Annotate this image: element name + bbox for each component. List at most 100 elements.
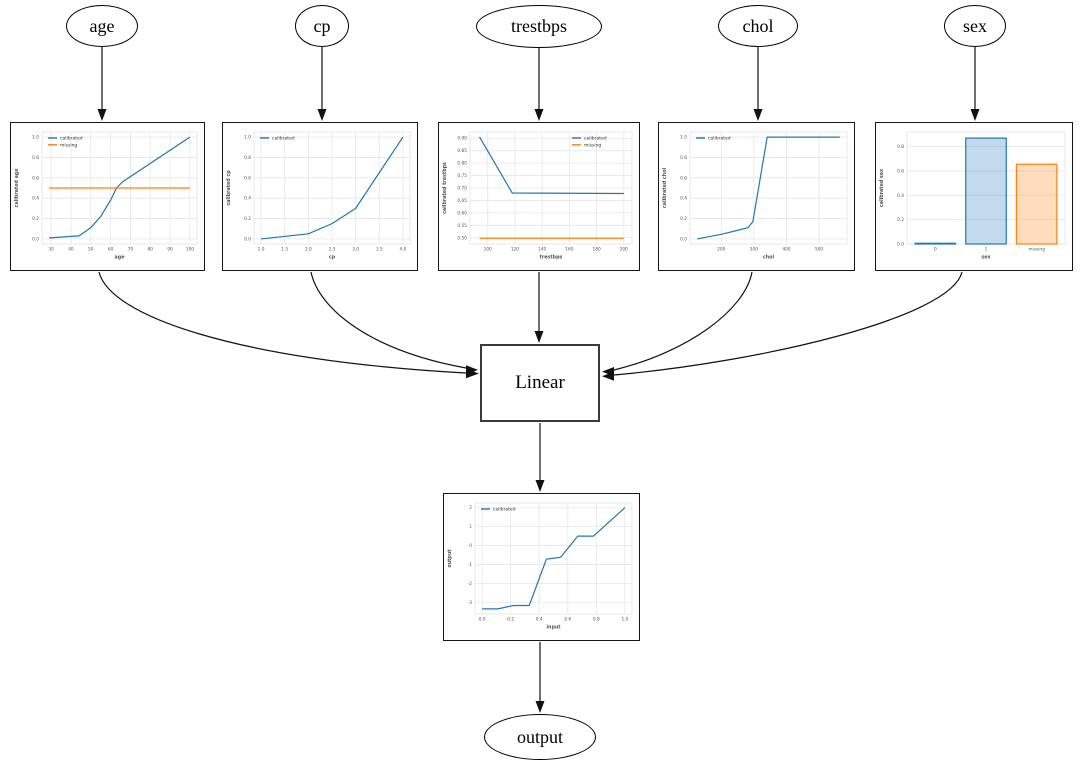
node-chol: chol — [718, 5, 798, 47]
svg-text:0.4: 0.4 — [680, 196, 687, 202]
svg-text:0.4: 0.4 — [32, 196, 39, 202]
svg-text:0.85: 0.85 — [457, 148, 467, 154]
svg-text:1.0: 1.0 — [258, 247, 265, 253]
svg-text:3.5: 3.5 — [376, 247, 383, 253]
svg-text:0.0: 0.0 — [32, 236, 39, 242]
edge-chol-to-linear — [613, 271, 753, 371]
node-output-label: output — [516, 726, 563, 747]
arrowhead — [97, 109, 107, 121]
svg-text:age: age — [115, 256, 126, 261]
svg-text:0.4: 0.4 — [897, 193, 904, 199]
svg-text:0.8: 0.8 — [32, 155, 39, 161]
node-age-label: age — [89, 15, 115, 36]
svg-text:0.2: 0.2 — [680, 216, 687, 222]
svg-text:-2: -2 — [468, 581, 473, 587]
svg-text:0.0: 0.0 — [479, 617, 486, 623]
edge-sex-to-linear — [613, 271, 963, 376]
svg-text:calibrated trestbps: calibrated trestbps — [442, 162, 448, 214]
svg-text:calibrated: calibrated — [708, 136, 731, 142]
svg-text:0.75: 0.75 — [457, 173, 467, 179]
svg-text:chol: chol — [763, 255, 775, 261]
svg-text:calibrated: calibrated — [272, 136, 295, 142]
svg-text:missing: missing — [60, 142, 77, 148]
svg-text:sex: sex — [981, 256, 991, 261]
svg-text:0.6: 0.6 — [680, 175, 687, 181]
svg-text:missing: missing — [1028, 247, 1045, 253]
edge-cp-to-linear — [310, 271, 467, 369]
svg-text:missing: missing — [584, 142, 601, 148]
svg-text:0.4: 0.4 — [536, 617, 543, 623]
arrowhead — [534, 109, 544, 121]
svg-text:4.0: 4.0 — [399, 247, 406, 253]
arrowhead — [535, 480, 545, 492]
svg-text:calibrated sex: calibrated sex — [879, 168, 885, 207]
arrowhead — [535, 701, 545, 713]
svg-text:1.0: 1.0 — [680, 135, 687, 141]
arrowhead — [466, 365, 478, 375]
svg-text:0.0: 0.0 — [897, 242, 904, 248]
svg-text:200: 200 — [717, 247, 725, 253]
svg-text:160: 160 — [565, 247, 573, 253]
svg-text:1: 1 — [469, 524, 472, 530]
svg-text:calibrated chol: calibrated chol — [662, 168, 668, 209]
arrowhead — [753, 109, 763, 121]
svg-text:200: 200 — [620, 247, 628, 253]
svg-text:180: 180 — [593, 247, 601, 253]
svg-text:0: 0 — [934, 247, 937, 253]
svg-text:3.0: 3.0 — [352, 247, 359, 253]
svg-text:1: 1 — [985, 247, 988, 253]
svg-text:0.80: 0.80 — [457, 161, 467, 167]
svg-text:0.8: 0.8 — [680, 155, 687, 161]
node-cp-label: cp — [313, 15, 331, 36]
svg-text:0: 0 — [469, 543, 472, 549]
svg-text:calibrated cp: calibrated cp — [226, 170, 232, 206]
svg-text:input: input — [546, 625, 561, 631]
svg-text:0.2: 0.2 — [507, 617, 514, 623]
svg-text:80: 80 — [147, 247, 153, 253]
node-linear: Linear — [480, 344, 600, 422]
node-trestbps: trestbps — [476, 5, 602, 48]
svg-text:cp: cp — [329, 256, 336, 261]
svg-text:trestbps: trestbps — [540, 255, 563, 261]
svg-text:-3: -3 — [468, 600, 473, 606]
svg-text:0.6: 0.6 — [32, 175, 39, 181]
svg-text:0.50: 0.50 — [457, 235, 467, 241]
svg-text:0.55: 0.55 — [457, 223, 467, 229]
arrowhead — [534, 331, 544, 343]
node-sex: sex — [944, 5, 1006, 47]
svg-text:0.90: 0.90 — [457, 136, 467, 142]
svg-text:0.6: 0.6 — [564, 617, 571, 623]
svg-text:30: 30 — [48, 247, 54, 253]
svg-text:0.8: 0.8 — [897, 144, 904, 150]
node-trestbps-label: trestbps — [511, 16, 567, 36]
svg-text:0.4: 0.4 — [244, 196, 251, 202]
node-cp: cp — [295, 5, 349, 47]
svg-text:output: output — [447, 549, 453, 568]
svg-text:0.6: 0.6 — [244, 175, 251, 181]
svg-text:500: 500 — [815, 247, 823, 253]
svg-text:120: 120 — [511, 247, 519, 253]
svg-text:40: 40 — [68, 247, 74, 253]
svg-text:300: 300 — [750, 247, 758, 253]
svg-text:1.0: 1.0 — [244, 135, 251, 141]
svg-text:0.70: 0.70 — [457, 186, 467, 192]
node-chol-label: chol — [742, 15, 774, 36]
node-linear-label: Linear — [515, 372, 565, 393]
svg-text:1.0: 1.0 — [32, 135, 39, 141]
svg-text:60: 60 — [108, 247, 114, 253]
svg-text:140: 140 — [538, 247, 546, 253]
svg-text:0.8: 0.8 — [593, 617, 600, 623]
svg-text:calibrated: calibrated — [584, 136, 607, 142]
svg-text:2: 2 — [469, 505, 472, 511]
